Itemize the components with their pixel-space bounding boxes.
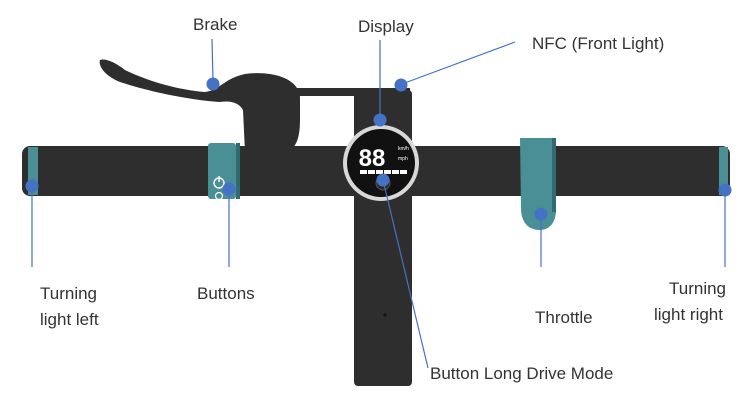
throttle[interactable] (520, 138, 556, 230)
light-button-icon[interactable] (214, 191, 224, 201)
label-turning-left-2: light left (40, 310, 99, 329)
display-unit-top: km/h (398, 146, 409, 152)
brake-lever (99, 59, 300, 152)
label-nfc: NFC (Front Light) (532, 34, 664, 53)
label-brake: Brake (193, 15, 237, 34)
callout-lines (31, 38, 726, 369)
label-throttle: Throttle (535, 308, 593, 327)
throttle-shadow (552, 138, 556, 212)
battery-bar (360, 170, 407, 174)
label-turning-left-1: Turning (40, 284, 97, 303)
display-unit-bottom: mph (398, 156, 408, 162)
label-turning-right-2: light right (654, 305, 723, 324)
stem-screw (383, 313, 387, 317)
buttons-housing-shadow (236, 143, 240, 199)
label-turning-right-1: Turning (669, 279, 726, 298)
brake-cable-bar (295, 88, 410, 96)
callout-dots (25, 77, 732, 221)
power-button-icon[interactable] (213, 176, 225, 189)
turning-light-left (28, 147, 38, 195)
display-unit: 88 km/h mph (343, 125, 419, 201)
label-buttons: Buttons (197, 284, 255, 303)
label-display: Display (358, 17, 414, 36)
display-speed: 88 (359, 145, 386, 172)
turning-light-right (719, 147, 728, 195)
label-long-drive-mode: Button Long Drive Mode (430, 364, 613, 383)
